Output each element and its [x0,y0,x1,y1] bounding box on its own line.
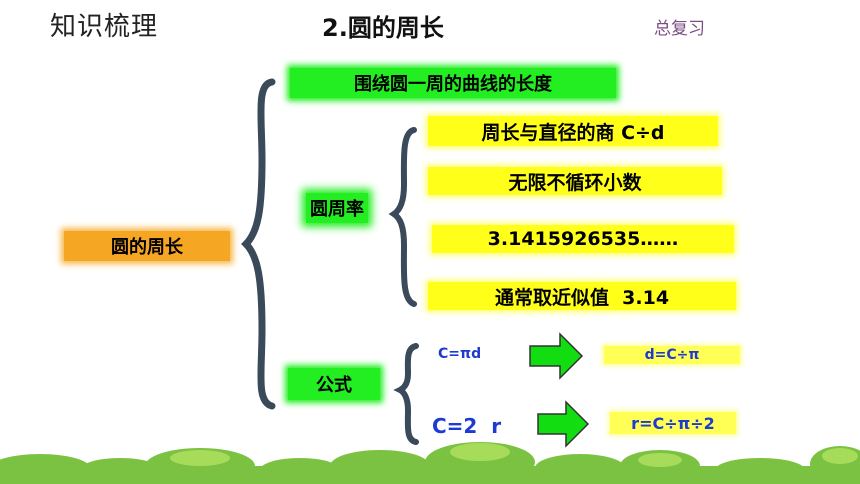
arrow-2 [537,400,590,448]
formula-circumference-r: C=2 r [432,414,502,438]
formula-circumference-d: C=πd [438,346,482,362]
grass-border [0,442,860,484]
pi-bracket [388,127,417,307]
root-node: 圆的周长 [64,231,230,261]
pi-label: 圆周率 [290,193,384,223]
definition-node: 围绕圆一周的曲线的长度 [290,68,616,98]
grass-highlights [170,443,858,467]
formula-bracket [393,343,419,445]
arrow-1 [529,332,584,380]
lesson-title: 2.圆的周长 [322,14,444,42]
formula-label: 公式 [288,368,380,400]
pi-item-approx: 通常取近似值 3.14 [428,282,736,310]
section-title: 知识梳理 [50,12,159,42]
review-label: 总复习 [654,19,705,39]
pi-item-digits: 3.1415926535…… [432,225,734,253]
pi-item-irrational: 无限不循环小数 [428,167,722,195]
pi-label-text: 圆周率 [306,193,368,223]
formula-diameter: d=C÷π [604,346,740,364]
formula-radius: r=C÷π÷2 [610,412,736,434]
main-bracket [241,78,276,410]
pi-item-ratio: 周长与直径的商 C÷d [428,116,718,146]
